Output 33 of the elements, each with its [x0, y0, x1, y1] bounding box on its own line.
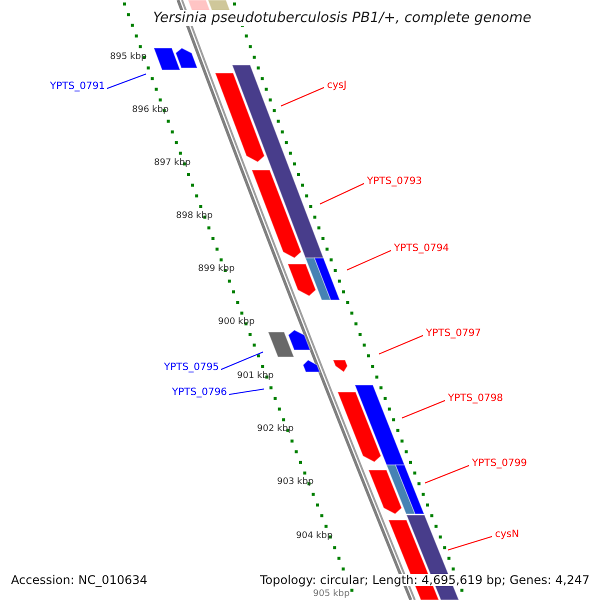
- scale-label: 902 kbp: [257, 425, 294, 434]
- leader-line: [346, 250, 392, 270]
- gene-label: YPTS_0796: [172, 388, 228, 398]
- leader-line: [378, 335, 424, 354]
- scale-label: 898 kbp: [176, 212, 213, 221]
- gene-label: YPTS_0795: [164, 363, 220, 373]
- gene-label: YPTS_0799: [472, 459, 528, 469]
- leader-line: [280, 87, 324, 106]
- gene-label: YPTS_0791: [50, 82, 106, 92]
- scale-label: 899 kbp: [198, 265, 235, 274]
- leader-line: [448, 536, 492, 550]
- accession-text: Accession: NC_010634: [9, 574, 150, 586]
- scale-label: 897 kbp: [154, 159, 191, 168]
- topology-text: Topology: circular; Length: 4,695,619 bp; Genes: 4,247: [258, 574, 592, 586]
- gene-label: YPTS_0798: [448, 394, 504, 404]
- scale-label: 895 kbp: [110, 53, 147, 62]
- scale-label: 896 kbp: [132, 106, 169, 115]
- leader-line: [320, 183, 364, 204]
- gene-label: YPTS_0794: [394, 244, 450, 254]
- scale-label: 901 kbp: [237, 372, 274, 381]
- gene-label: YPTS_0797: [426, 329, 482, 339]
- scale-label: 900 kbp: [218, 318, 255, 327]
- gene-label: cysJ: [327, 81, 347, 91]
- scale-label: 903 kbp: [277, 478, 314, 487]
- leader-line: [424, 465, 470, 484]
- scale-label: 905 kbp: [313, 590, 350, 599]
- leader-line: [220, 352, 264, 370]
- leader-line: [106, 74, 146, 89]
- scale-label: 904 kbp: [296, 532, 333, 541]
- leader-line: [402, 400, 446, 418]
- leader-line: [228, 388, 264, 395]
- gene-label: YPTS_0793: [367, 177, 422, 187]
- gene-label: cysN: [495, 530, 520, 540]
